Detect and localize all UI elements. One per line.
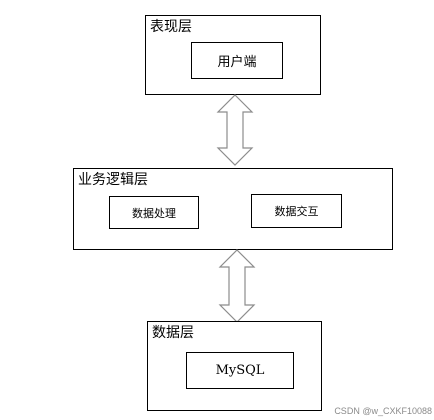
client-box: 用户端 bbox=[191, 42, 283, 79]
data-layer: 数据层 MySQL bbox=[147, 321, 322, 411]
bidirectional-arrow-bottom bbox=[218, 249, 256, 323]
data-interaction-label: 数据交互 bbox=[274, 205, 319, 218]
client-box-label: 用户端 bbox=[217, 55, 257, 70]
business-logic-layer-title: 业务逻辑层 bbox=[78, 172, 148, 188]
bidirectional-arrow-top bbox=[216, 94, 254, 166]
mysql-label: MySQL bbox=[215, 363, 265, 378]
presentation-layer: 表现层 用户端 bbox=[145, 15, 321, 95]
watermark: CSDN @w_CXKF10088 bbox=[334, 406, 432, 416]
data-processing-label: 数据处理 bbox=[132, 206, 176, 220]
data-layer-title: 数据层 bbox=[152, 325, 194, 341]
data-interaction-box: 数据交互 bbox=[251, 194, 342, 228]
presentation-layer-title: 表现层 bbox=[150, 19, 192, 35]
business-logic-layer: 业务逻辑层 数据处理 数据交互 bbox=[73, 168, 393, 250]
data-processing-box: 数据处理 bbox=[109, 196, 199, 229]
mysql-box: MySQL bbox=[186, 352, 294, 389]
